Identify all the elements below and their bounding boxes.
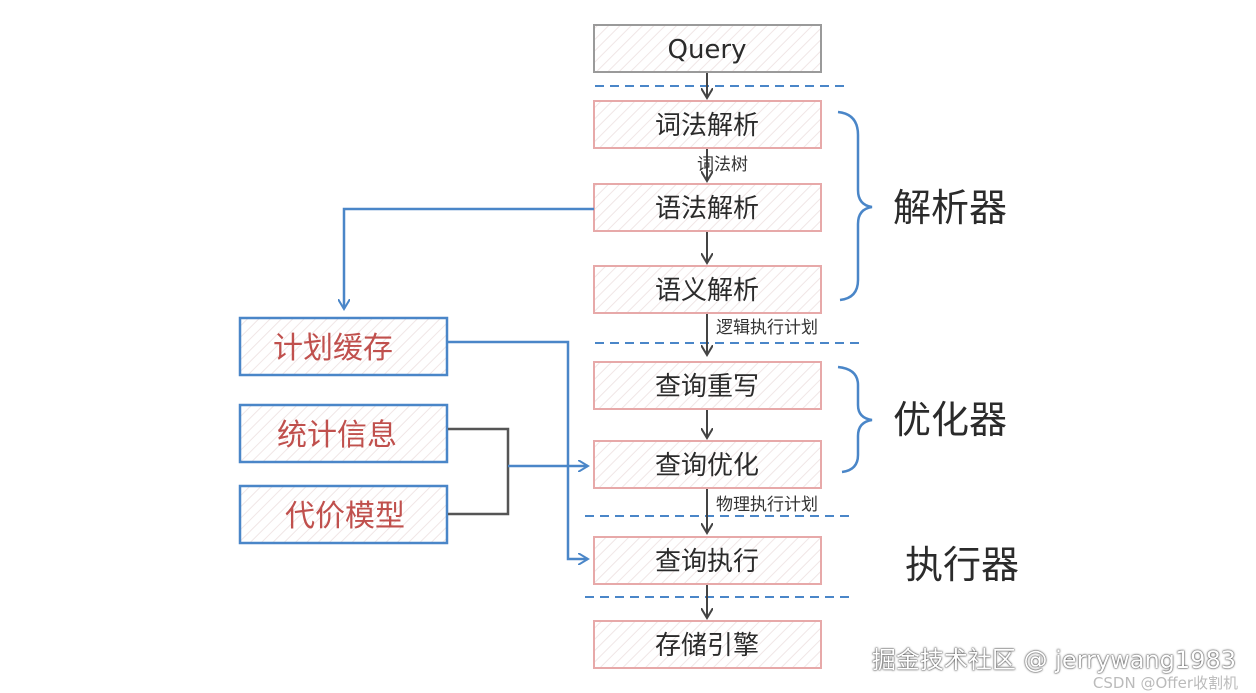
semantic-analysis-node: 语义解析	[593, 265, 822, 314]
query-execute-label: 查询执行	[655, 547, 759, 577]
brace-optimizer	[837, 365, 873, 474]
query-label: Query	[667, 35, 746, 65]
storage-engine-node: 存储引擎	[593, 620, 822, 669]
query-rewrite-node: 查询重写	[593, 361, 822, 410]
watermark-secondary: CSDN @Offer收割机	[1092, 674, 1238, 692]
query-execute-node: 查询执行	[593, 536, 822, 585]
query-optimize-node: 查询优化	[593, 440, 822, 489]
storage-engine-label: 存储引擎	[655, 631, 759, 661]
plan-cache-node: 计划缓存	[238, 316, 449, 377]
cost-model-node: 代价模型	[238, 484, 449, 545]
lexical-analysis-node: 词法解析	[593, 100, 822, 149]
group-label-executor: 执行器	[905, 543, 1019, 587]
lexical-analysis-label: 词法解析	[655, 111, 759, 141]
cost-model-label: 代价模型	[285, 499, 405, 534]
edge-label-logical-plan: 逻辑执行计划	[716, 318, 818, 338]
statistics-label: 统计信息	[277, 418, 397, 453]
syntax-analysis-node: 语法解析	[593, 183, 822, 232]
group-label-parser: 解析器	[893, 186, 1007, 230]
connector-statistics	[448, 427, 510, 516]
query-rewrite-label: 查询重写	[655, 372, 759, 402]
edge-label-physical-plan: 物理执行计划	[716, 495, 818, 515]
edge-label-lexical-tree: 词法树	[697, 155, 748, 175]
syntax-analysis-label: 语法解析	[655, 194, 759, 224]
brace-parser	[837, 110, 873, 302]
arrow-syntax-to-plan-cache	[344, 207, 594, 309]
group-label-optimizer: 优化器	[893, 398, 1007, 442]
arrow-plan-cache-to-execute	[448, 340, 588, 559]
plan-cache-label: 计划缓存	[273, 331, 393, 366]
query-optimize-label: 查询优化	[655, 451, 759, 481]
statistics-node: 统计信息	[238, 403, 449, 464]
query-node: Query	[593, 24, 822, 73]
watermark: 掘金技术社区 @ jerrywang1983	[871, 646, 1236, 674]
semantic-analysis-label: 语义解析	[655, 276, 759, 306]
